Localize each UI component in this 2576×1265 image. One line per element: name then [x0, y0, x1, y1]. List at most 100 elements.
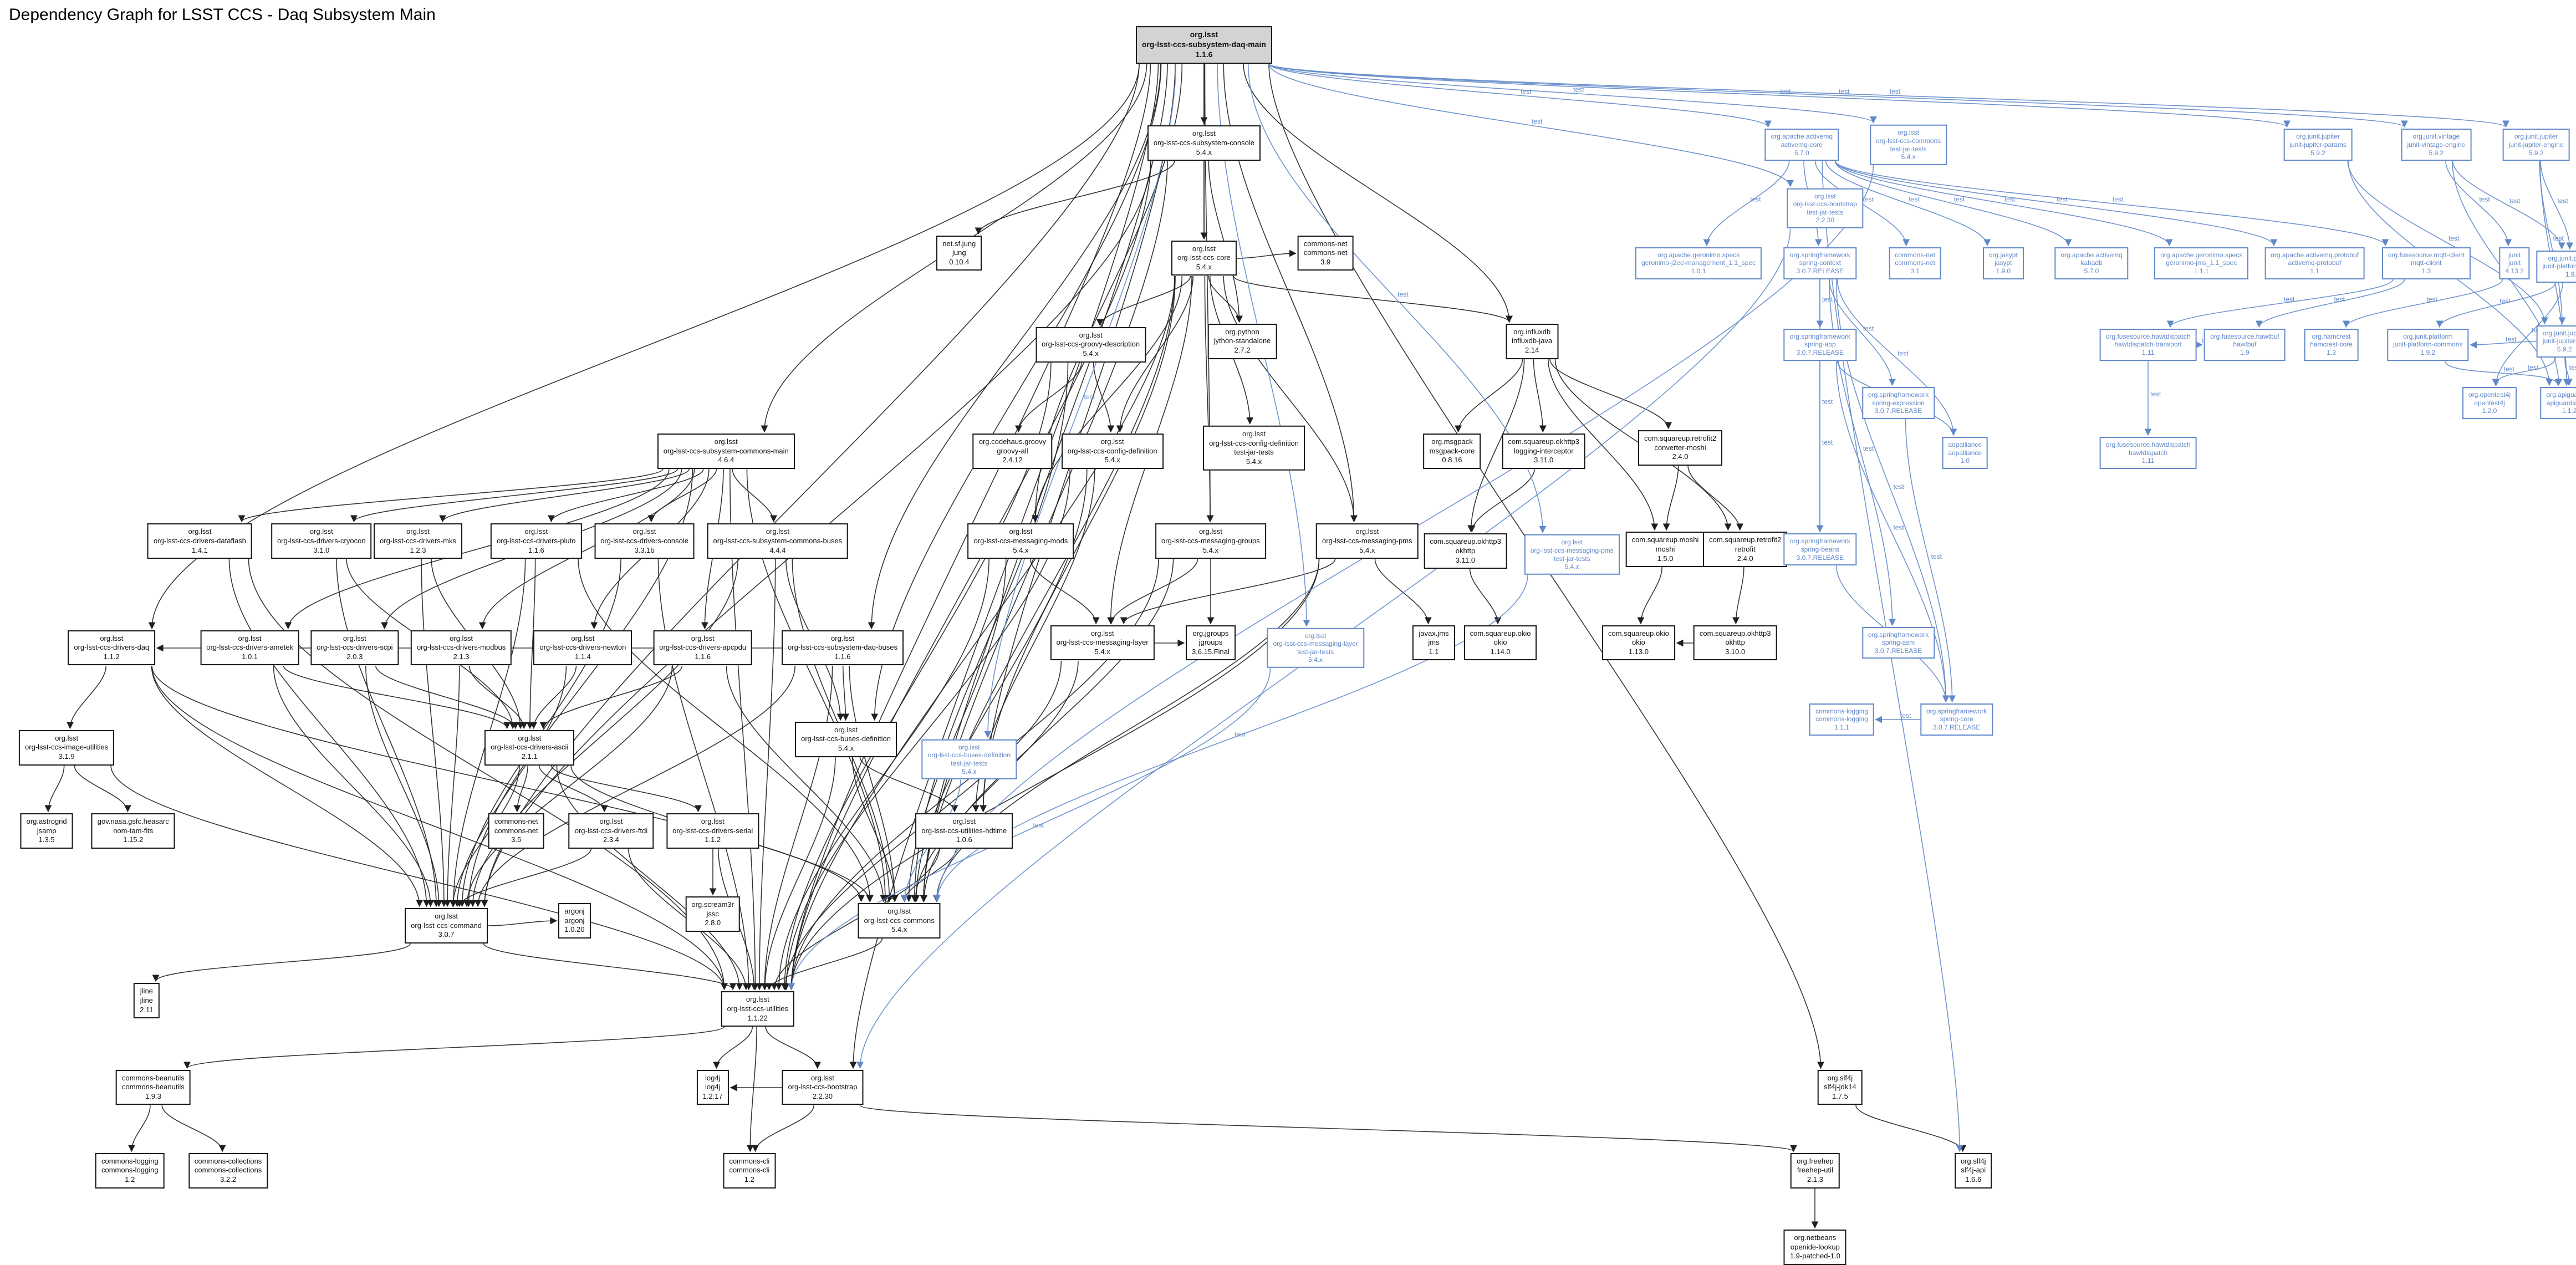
- graph-node-platform_engine[interactable]: org.junit.platformjunit-platform-engine1…: [2536, 250, 2576, 283]
- dependency-edge: [1032, 276, 1183, 523]
